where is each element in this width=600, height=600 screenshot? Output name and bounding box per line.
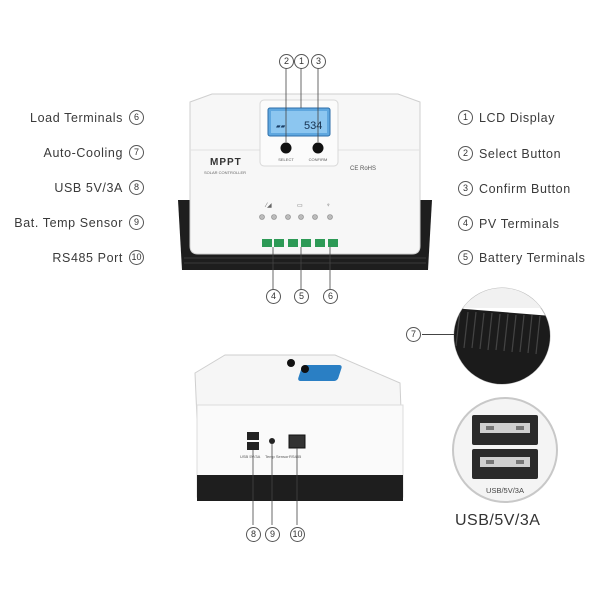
label-text: Select Button xyxy=(479,146,562,161)
lcd-panel xyxy=(271,111,327,133)
label-text: LCD Display xyxy=(479,110,556,125)
svg-text:♆: ♆ xyxy=(326,203,331,209)
callout-4: 4 xyxy=(266,289,281,304)
callout-3: 3 xyxy=(311,54,326,69)
label-pv-terminals: 4 PV Terminals xyxy=(458,216,560,231)
cooling-zoom xyxy=(453,287,551,385)
svg-text:⁄◢: ⁄◢ xyxy=(264,203,272,209)
temp-sensor-port xyxy=(269,438,275,444)
usb-zoom: USB/5V/3A xyxy=(452,397,558,503)
controller-body xyxy=(189,93,421,255)
label-battery-terminals: 5 Battery Terminals xyxy=(458,250,586,265)
brand-subtitle: SOLAR CONTROLLER xyxy=(204,170,246,175)
callout-9: 9 xyxy=(265,527,280,542)
callout-number: 1 xyxy=(458,110,473,125)
label-text: Auto-Cooling xyxy=(43,145,123,160)
usb-caption: USB/5V/3A xyxy=(455,512,541,529)
confirm-button[interactable] xyxy=(312,142,324,154)
label-text: Battery Terminals xyxy=(479,250,586,265)
label-usb: USB 5V/3A 8 xyxy=(54,180,144,195)
brand-text: MPPT xyxy=(210,157,242,168)
callout-number: 3 xyxy=(458,181,473,196)
rs485-label: RS485 xyxy=(289,454,302,459)
label-text: USB 5V/3A xyxy=(54,180,123,195)
heatsink-side xyxy=(197,475,403,501)
terminal-block xyxy=(262,239,338,247)
callout-6: 6 xyxy=(323,289,338,304)
label-bat-temp-sensor: Bat. Temp Sensor 9 xyxy=(14,215,144,230)
controller-side-view: USB 5V/3A Temp Sensor RS485 xyxy=(194,354,404,525)
confirm-button-label: CONFIRM xyxy=(309,157,328,162)
label-load-terminals: Load Terminals 6 xyxy=(30,110,144,125)
label-select-button: 2 Select Button xyxy=(458,146,561,161)
callout-2: 2 xyxy=(279,54,294,69)
rs485-port xyxy=(288,434,306,449)
label-confirm-button: 3 Confirm Button xyxy=(458,181,571,196)
callout-number: 9 xyxy=(129,215,144,230)
usb-port xyxy=(247,432,259,450)
callout-5: 5 xyxy=(294,289,309,304)
callout-10: 10 xyxy=(290,527,305,542)
callout-7: 7 xyxy=(406,327,421,342)
cert-marks: CE RoHS xyxy=(350,166,376,172)
callout-number: 7 xyxy=(129,145,144,160)
temp-sensor-label: Temp Sensor xyxy=(265,454,289,459)
usb-zoom-inner-label: USB/5V/3A xyxy=(486,486,524,495)
label-text: Confirm Button xyxy=(479,181,571,196)
callout-1: 1 xyxy=(294,54,309,69)
select-button[interactable] xyxy=(280,142,292,154)
label-auto-cooling: Auto-Cooling 7 xyxy=(44,145,144,160)
callout-number: 8 xyxy=(129,180,144,195)
leader-line xyxy=(422,334,454,335)
controller-front-view: ▰▰ 534 SELECT CONFIRM MPPT SOLAR CONTROL… xyxy=(178,67,432,290)
label-text: Load Terminals xyxy=(30,110,123,125)
label-lcd-display: 1 LCD Display xyxy=(458,110,555,125)
callout-number: 5 xyxy=(458,250,473,265)
callout-number: 6 xyxy=(129,110,144,125)
callout-8: 8 xyxy=(246,527,261,542)
label-text: RS485 Port xyxy=(52,250,123,265)
svg-text:▰▰: ▰▰ xyxy=(276,124,286,130)
usb-port-label: USB 5V/3A xyxy=(240,454,261,459)
callout-number: 10 xyxy=(129,250,144,265)
svg-text:▭: ▭ xyxy=(297,203,303,209)
lcd-value: 534 xyxy=(304,120,322,132)
callout-number: 4 xyxy=(458,216,473,231)
label-text: Bat. Temp Sensor xyxy=(14,215,123,230)
label-text: PV Terminals xyxy=(479,216,560,231)
callout-number: 2 xyxy=(458,146,473,161)
select-button-label: SELECT xyxy=(278,157,294,162)
label-rs485-port: RS485 Port 10 xyxy=(52,250,144,265)
